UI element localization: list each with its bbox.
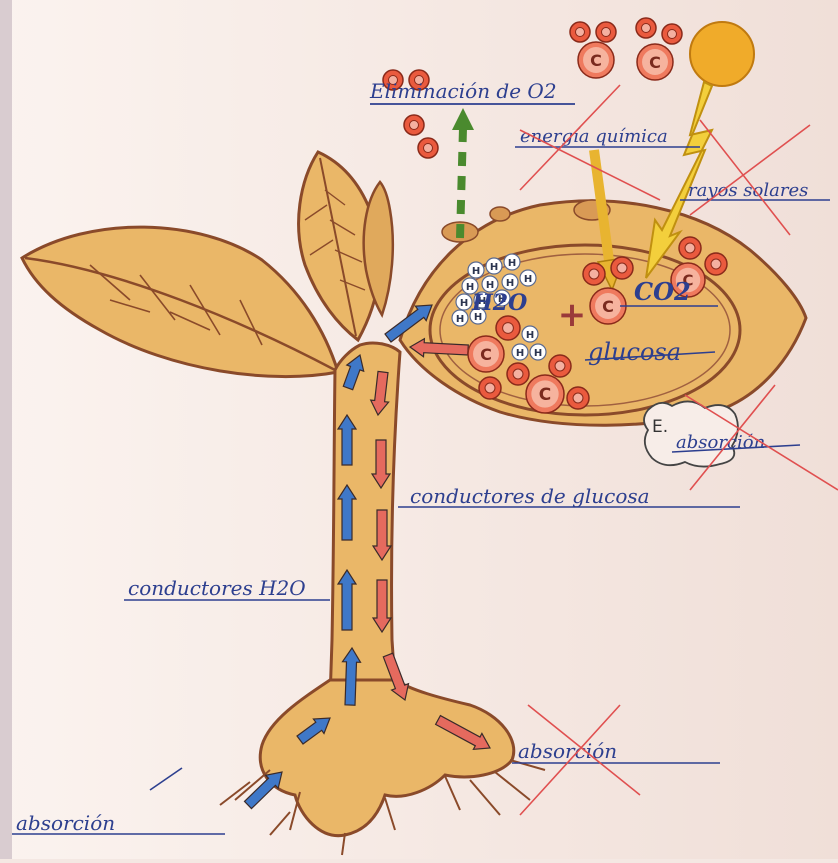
label-glucosa: glucosa [588,338,681,366]
oxygen-atom [549,355,571,377]
oxygen-atom [404,115,424,135]
label-absorcion-bottom: absorción [16,811,115,835]
label-eliminacion-o2: Eliminación de O2 [369,79,557,103]
hydrogen-letter: H [460,298,468,309]
hydrogen-letter: H [534,348,542,359]
carbon-letter: C [590,51,602,70]
page-edge [0,0,12,859]
label-energia-quimica: energía química [520,126,668,147]
oxygen-atom [679,237,701,259]
hydrogen-letter: H [490,262,498,273]
hydrogen-letter: H [526,330,534,341]
hydrogen-atom: H [522,326,538,342]
hydrogen-letter: H [506,278,514,289]
hydrogen-letter: H [456,314,464,325]
carbon-letter: C [480,345,492,364]
hydrogen-atom: H [486,258,502,274]
hydrogen-atom: H [502,274,518,290]
oxygen-atom [496,316,520,340]
carbon-atom: C [578,42,614,78]
hydrogen-atom: H [452,310,468,326]
carbon-letter: C [539,385,551,405]
oxygen-atom [418,138,438,158]
label-absorcion-root: absorción [518,739,617,763]
hydrogen-letter: H [508,258,516,269]
hydrogen-atom: H [520,270,536,286]
plus-sign: + [558,295,587,335]
hydrogen-letter: H [516,348,524,359]
hydrogen-atom: H [530,344,546,360]
oxygen-atom [636,18,656,38]
label-rayos-solares: rayos solares [688,180,808,201]
oxygen-atom [705,253,727,275]
label-conductores-h2o: conductores H2O [128,576,306,600]
hydrogen-letter: H [472,266,480,277]
label-conductores-glucosa: conductores de glucosa [410,484,650,508]
carbon-letter: C [602,297,614,316]
oxygen-atom [583,263,605,285]
oxygen-atom [596,22,616,42]
e-box-label: E. [652,417,668,437]
sun-icon [690,22,754,86]
label-h2o-leaf: H2O [471,290,527,316]
carbon-atom: C [468,336,504,372]
oxygen-atom [570,22,590,42]
hydrogen-letter: H [524,274,532,285]
oxygen-atom [662,24,682,44]
hydrogen-atom: H [504,254,520,270]
oxygen-atom [611,257,633,279]
hydrogen-atom: H [456,294,472,310]
hydrogen-atom: H [512,344,528,360]
oxygen-atom [479,377,501,399]
carbon-letter: C [649,53,661,72]
oxygen-atom [507,363,529,385]
hydrogen-atom: H [468,262,484,278]
stem [330,343,400,700]
oxygen-atom [567,387,589,409]
label-co2: CO2 [634,277,691,306]
carbon-atom: C [637,44,673,80]
carbon-atom: C [526,375,564,413]
